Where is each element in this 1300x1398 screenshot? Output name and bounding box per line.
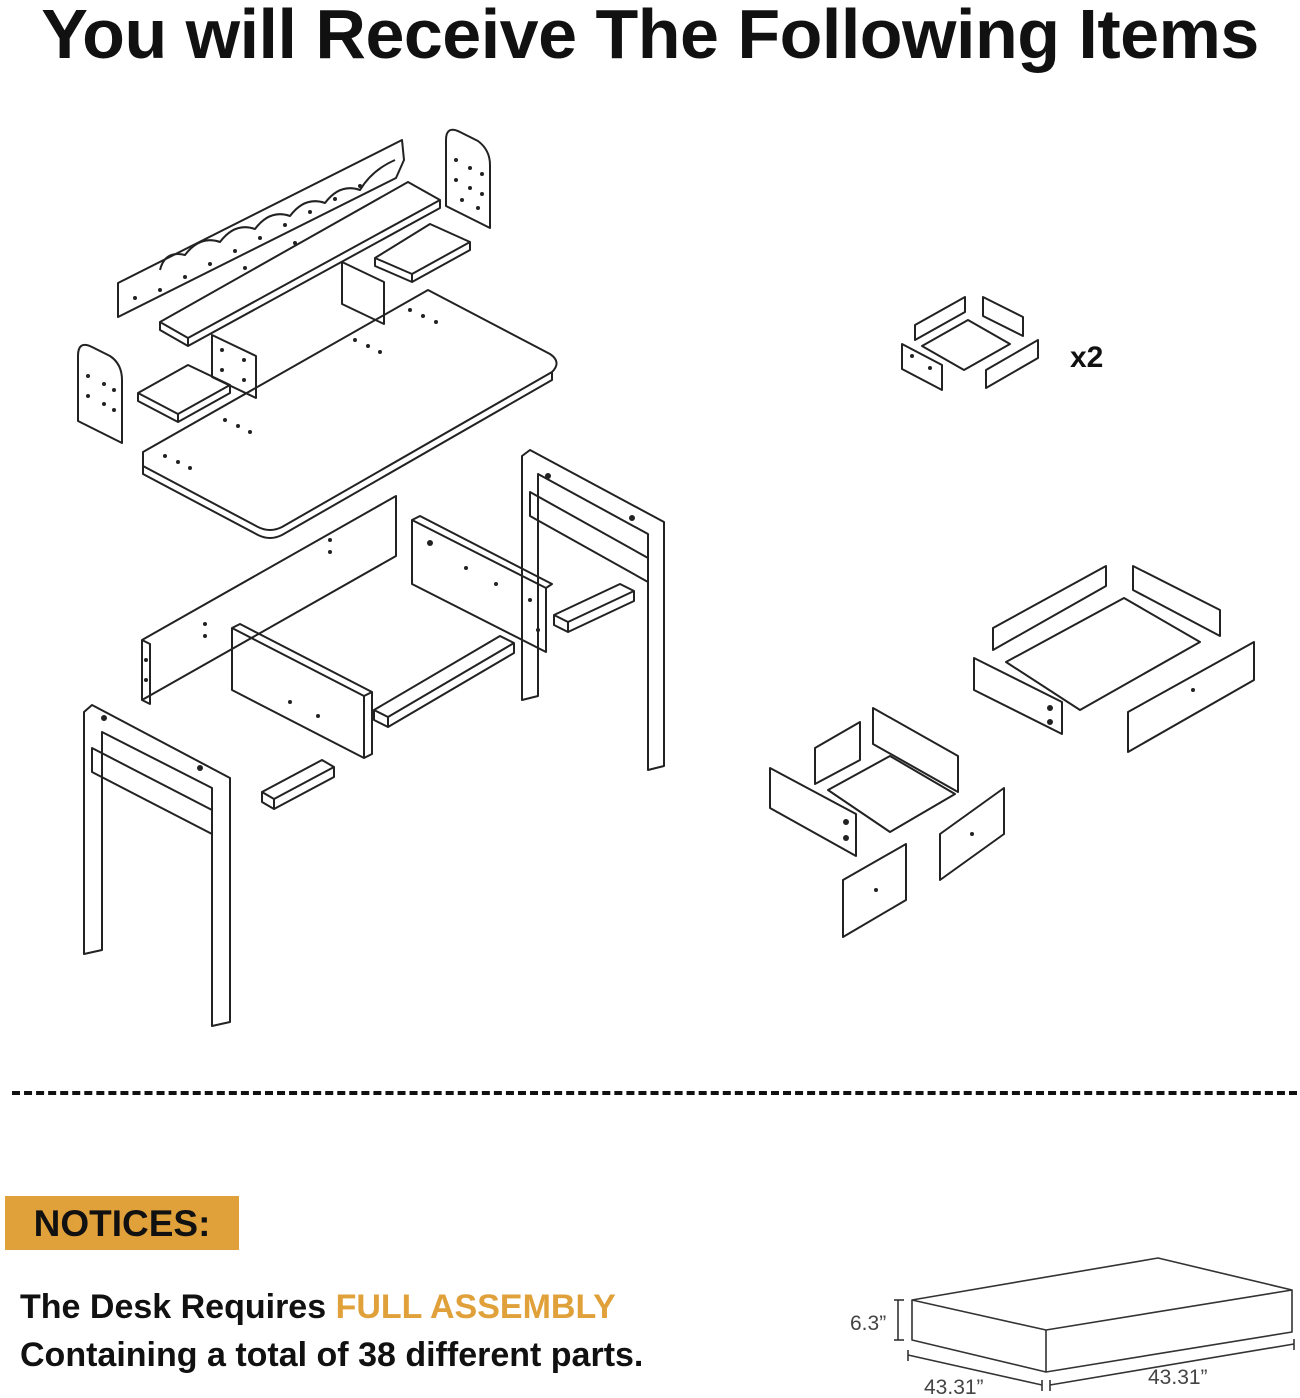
notices-badge: NOTICES: bbox=[5, 1196, 239, 1250]
width-label: 43.31” bbox=[1148, 1366, 1208, 1389]
notice-line-2: Containing a total of 38 different parts… bbox=[20, 1336, 644, 1374]
hutch-small-left-shelf bbox=[137, 364, 231, 423]
notices-label: NOTICES: bbox=[33, 1203, 211, 1244]
hutch-back-panel bbox=[117, 139, 405, 318]
section-divider bbox=[12, 1091, 1297, 1095]
quantity-label: x2 bbox=[1070, 341, 1103, 374]
hutch-left-side-panel bbox=[77, 343, 123, 444]
notice-text: The Desk Requires FULL ASSEMBLY Containi… bbox=[20, 1283, 643, 1379]
back-rail-panel bbox=[141, 495, 397, 705]
length-label: 43.31” bbox=[924, 1376, 984, 1398]
hutch-top-shelf bbox=[159, 181, 441, 347]
desktop-panel bbox=[142, 289, 558, 539]
side-rail-panel bbox=[411, 515, 553, 653]
medium-drawer-parts bbox=[769, 707, 1005, 938]
hutch-lower-divider bbox=[211, 334, 257, 399]
hutch-middle-divider bbox=[341, 261, 385, 325]
front-rail-panel bbox=[231, 623, 373, 759]
left-leg-frame bbox=[83, 704, 231, 1027]
full-assembly-emphasis: FULL ASSEMBLY bbox=[335, 1288, 616, 1326]
notice-line-1: The Desk Requires FULL ASSEMBLY bbox=[20, 1283, 643, 1331]
package-box bbox=[911, 1257, 1293, 1373]
exploded-parts-diagram: x2 bbox=[77, 128, 1255, 1027]
hutch-right-side-panel bbox=[445, 128, 491, 229]
cross-slat-right bbox=[553, 583, 635, 633]
length-dimension-line bbox=[907, 1350, 1043, 1391]
cross-slat-left bbox=[261, 759, 335, 810]
cross-slat-middle bbox=[373, 635, 515, 728]
package-dimension-diagram: 6.3” 43.31” 43.31” bbox=[850, 1257, 1295, 1398]
notice-line-1-prefix: The Desk Requires bbox=[20, 1288, 336, 1326]
height-dimension-line bbox=[894, 1299, 904, 1341]
large-drawer-parts bbox=[973, 565, 1255, 753]
width-dimension-line bbox=[1049, 1339, 1295, 1391]
right-leg-frame bbox=[521, 449, 665, 771]
height-label: 6.3” bbox=[850, 1312, 886, 1335]
hutch-small-right-shelf bbox=[374, 223, 471, 283]
page-title: You will Receive The Following Items bbox=[41, 0, 1259, 73]
small-drawer-parts bbox=[901, 296, 1039, 391]
